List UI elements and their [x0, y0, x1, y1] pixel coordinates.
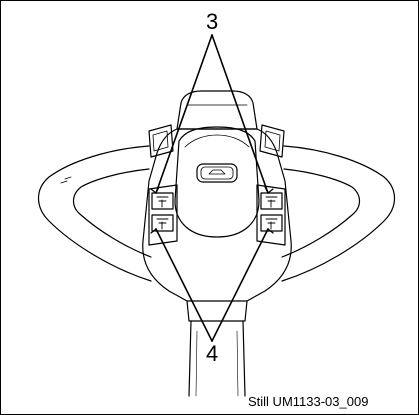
left-button-lower [151, 214, 174, 232]
tiller-neck [186, 300, 248, 322]
right-button-upper [260, 192, 283, 210]
left-shoulder-button [148, 124, 174, 158]
right-handle-grip-inner [281, 168, 361, 258]
callout-label-3: 3 [206, 9, 219, 34]
left-button-upper [151, 192, 174, 210]
tiller-arm-shaft [188, 320, 246, 397]
callout-4-leaders [150, 228, 274, 342]
tiller-top-hood [176, 90, 258, 130]
left-handle-grip [37, 145, 152, 282]
callout-label-4: 4 [206, 341, 219, 366]
right-shoulder-button [259, 124, 285, 158]
right-button-lower [260, 214, 283, 232]
left-handle-grip-inner [72, 168, 152, 258]
callout-3-leaders [150, 34, 274, 194]
tiller-head-dome [174, 126, 260, 238]
left-switch-panel [148, 184, 178, 246]
horn-button [196, 163, 238, 183]
right-handle-grip [281, 145, 396, 282]
figure-caption: Still UM1133-03_009 [248, 394, 369, 409]
